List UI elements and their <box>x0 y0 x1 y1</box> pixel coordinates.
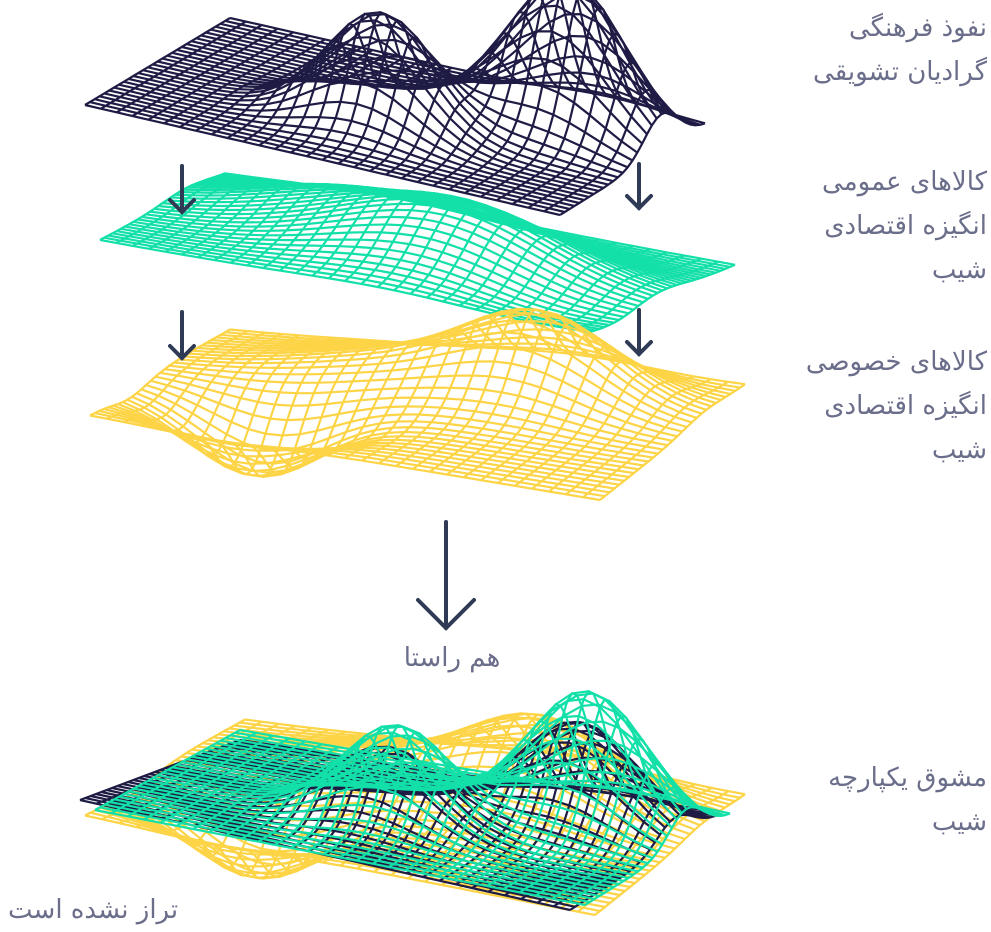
mesh-line <box>524 251 668 322</box>
mesh-line <box>551 762 698 900</box>
cultural-surface <box>84 0 706 217</box>
mesh-line <box>543 88 690 213</box>
mesh-line <box>108 406 620 486</box>
mesh-line <box>118 795 610 892</box>
label-cultural-line1: نفوذ فرهنگی <box>848 13 987 43</box>
unified-green-mesh <box>94 689 731 907</box>
mesh-line <box>535 738 682 897</box>
private-surface <box>89 307 746 502</box>
arrow-right-2 <box>625 308 653 357</box>
mesh-line <box>565 378 712 496</box>
label-public-goods: کالاهای عمومی انگیزه اقتصادی شیب <box>822 160 987 292</box>
label-public-line2: انگیزه اقتصادی <box>824 211 987 241</box>
label-private-line3: شیب <box>931 435 987 465</box>
mesh-line <box>116 230 610 327</box>
mesh-line <box>89 101 566 214</box>
label-unified-line1: مشوق یکپارچه <box>828 763 987 793</box>
mesh-line <box>84 814 596 917</box>
label-public-line1: کالاهای عمومی <box>822 167 987 197</box>
label-public-line3: شیب <box>931 255 987 285</box>
mesh-line <box>103 407 615 490</box>
mesh-line <box>548 375 694 493</box>
mesh-line <box>584 805 731 906</box>
mesh-line <box>540 254 685 325</box>
mesh-line <box>104 803 595 901</box>
mesh-line <box>114 798 605 895</box>
mesh-line <box>519 715 666 894</box>
mesh-line <box>104 92 580 205</box>
label-unified-incentive: مشوق یکپارچه شیب <box>828 756 987 844</box>
label-cultural-line2: گرادیان تشویقی <box>813 57 987 87</box>
mesh-line <box>511 32 658 205</box>
mesh-line <box>573 260 719 331</box>
mesh-line <box>94 808 586 907</box>
label-private-line1: کالاهای خصوصی <box>805 347 987 377</box>
mesh-line <box>99 806 591 904</box>
mesh-line <box>109 800 600 898</box>
mesh-line <box>94 98 570 211</box>
public-surface <box>99 172 736 334</box>
mesh-line <box>94 412 605 498</box>
label-unified-line2: شیب <box>931 807 987 837</box>
mesh-line <box>531 370 677 490</box>
arrow-main <box>416 520 476 631</box>
mesh-line <box>496 5 643 202</box>
arrow-left-2 <box>168 310 196 361</box>
mesh-line <box>84 103 561 217</box>
mesh-line <box>527 61 674 209</box>
unified-surface-stack <box>79 689 746 917</box>
mesh-line <box>582 380 729 499</box>
mesh-line <box>89 414 601 502</box>
mesh-line <box>559 111 706 216</box>
label-aligned: هم راستا <box>403 643 501 673</box>
label-cultural-influence: نفوذ فرهنگی گرادیان تشویقی <box>813 6 987 94</box>
arrow-left-1 <box>168 164 196 215</box>
mesh-line <box>556 257 702 328</box>
arrow-right-1 <box>625 162 653 211</box>
mesh-line <box>112 404 625 482</box>
mesh-line <box>120 227 615 324</box>
mesh-line <box>108 89 585 202</box>
mesh-line <box>599 383 746 501</box>
label-private-line2: انگیزه اقتصادی <box>824 391 987 421</box>
label-unaligned: تراز نشده است <box>8 895 179 925</box>
mesh-line <box>589 263 736 334</box>
label-private-goods: کالاهای خصوصی انگیزه اقتصادی شیب <box>806 340 987 472</box>
mesh-line <box>568 786 714 903</box>
mesh-line <box>99 95 575 208</box>
